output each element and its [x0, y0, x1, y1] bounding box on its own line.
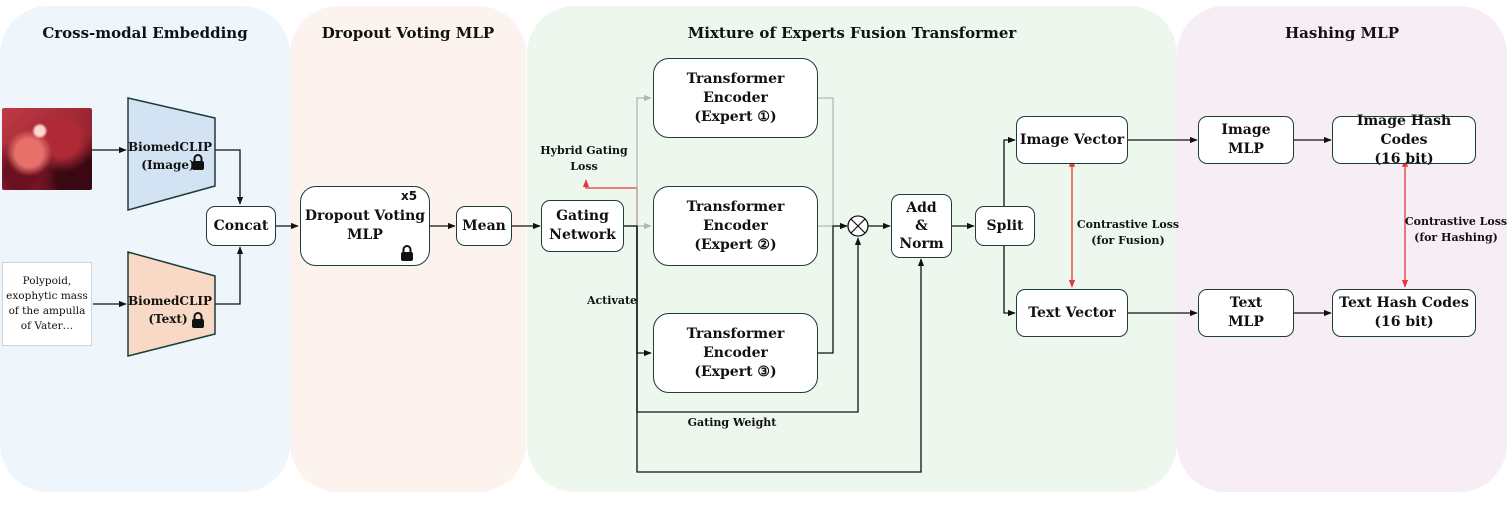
image-mlp-label: Image MLP: [1221, 122, 1271, 157]
hybrid-gating-loss-label: Hybrid Gating Loss: [540, 144, 628, 173]
text-hash-codes-block: Text Hash Codes (16 bit): [1332, 289, 1476, 337]
text-mlp-label: Text MLP: [1228, 295, 1264, 330]
text-mlp-block: Text MLP: [1198, 289, 1294, 337]
expert-2-label: Transformer Encoder (Expert ②): [686, 198, 785, 253]
split-block: Split: [975, 206, 1035, 246]
expert-1-label: Transformer Encoder (Expert ①): [686, 70, 785, 125]
add-norm-block: Add & Norm: [891, 194, 952, 258]
text-vector-label: Text Vector: [1028, 304, 1116, 321]
lock-icon: [192, 312, 204, 328]
panel-title: Dropout Voting MLP: [321, 24, 495, 42]
panel-hashing-mlp: Hashing MLP: [1177, 6, 1507, 492]
panel-title: Cross-modal Embedding: [42, 24, 248, 42]
activate-label: Activate: [586, 294, 638, 307]
concat-block: Concat: [206, 206, 276, 246]
image-vector-block: Image Vector: [1016, 116, 1128, 164]
split-label: Split: [986, 217, 1024, 234]
text-hash-label: Text Hash Codes (16 bit): [1339, 295, 1469, 330]
text-encoder-label: BiomedCLIP (Text): [128, 294, 213, 326]
image-hash-label: Image Hash Codes (16 bit): [1356, 112, 1452, 167]
image-hash-codes-block: Image Hash Codes (16 bit): [1332, 113, 1476, 167]
gating-label: Gating Network: [549, 208, 616, 243]
dropout-mlp-label: Dropout Voting MLP: [304, 208, 426, 243]
gating-network-block: Gating Network: [541, 200, 624, 252]
image-vector-label: Image Vector: [1019, 131, 1125, 148]
text-encoder-shape: [127, 251, 216, 357]
mean-label: Mean: [462, 217, 506, 234]
panel-moe-fusion: Mixture of Experts Fusion Transformer: [527, 6, 1177, 492]
gating-weight-label: Gating Weight: [687, 416, 777, 429]
image-encoder-label: BiomedCLIP (Image): [128, 140, 213, 172]
lock-icon: [192, 154, 204, 170]
image-mlp-block: Image MLP: [1198, 116, 1294, 164]
contrastive-hashing-label: Contrastive Loss (for Hashing): [1404, 215, 1508, 244]
lock-icon: [401, 245, 413, 261]
expert-2-block: Transformer Encoder (Expert ②): [653, 186, 818, 266]
panel-title: Mixture of Experts Fusion Transformer: [687, 24, 1017, 42]
text-vector-block: Text Vector: [1016, 289, 1128, 337]
input-text-box: Polypoid, exophytic mass of the ampulla …: [2, 262, 92, 346]
mean-block: Mean: [456, 206, 512, 246]
endoscopy-image: [2, 108, 92, 190]
expert-3-block: Transformer Encoder (Expert ③): [653, 313, 818, 393]
repeat-count: x5: [401, 189, 418, 203]
concat-label: Concat: [213, 217, 269, 234]
add-norm-label: Add & Norm: [899, 200, 944, 252]
panel-title: Hashing MLP: [1285, 24, 1399, 42]
input-text: Polypoid, exophytic mass of the ampulla …: [6, 275, 88, 332]
contrastive-fusion-label: Contrastive Loss (for Fusion): [1076, 218, 1180, 247]
expert-1-block: Transformer Encoder (Expert ①): [653, 58, 818, 138]
image-encoder-shape: [127, 97, 216, 211]
expert-3-label: Transformer Encoder (Expert ③): [686, 325, 785, 380]
